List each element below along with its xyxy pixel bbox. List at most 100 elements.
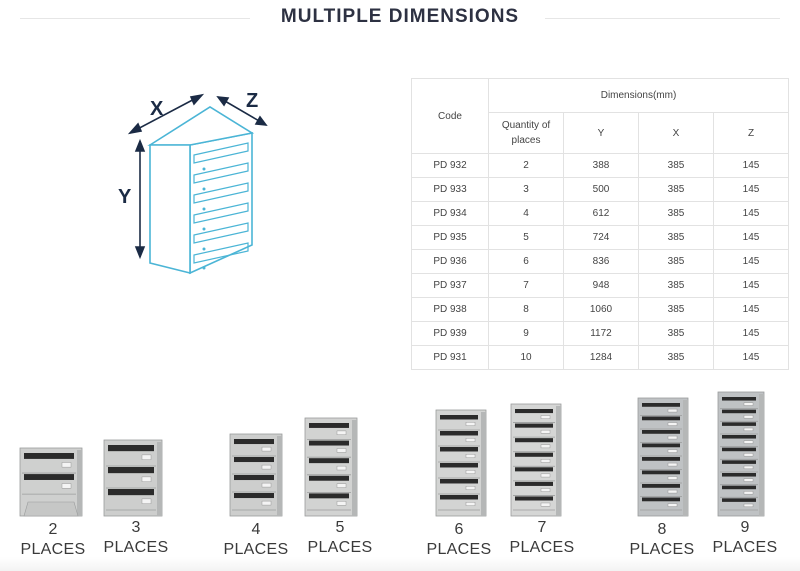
y-cell: 500 (563, 177, 639, 202)
places-count: 7 (537, 519, 547, 536)
x-cell: 385 (638, 345, 714, 370)
name-tag (141, 476, 152, 482)
x-cell: 385 (638, 201, 714, 226)
name-tag (743, 402, 754, 406)
mail-slot (515, 467, 553, 472)
name-tag (667, 435, 678, 440)
name-tag (667, 503, 678, 507)
name-tag (743, 453, 754, 457)
places-label: PLACES (426, 541, 492, 558)
dimension-x-label: X (150, 98, 164, 120)
name-tag (261, 500, 272, 506)
mailbox-gallery (19, 391, 765, 517)
mailbox-side (352, 420, 357, 516)
name-tag (667, 489, 678, 494)
z-cell: 145 (713, 273, 789, 298)
mailbox-side (277, 436, 282, 516)
quantity-cell: 10 (488, 345, 564, 370)
name-tag (61, 462, 72, 468)
name-tag (261, 464, 272, 470)
quantity-cell: 9 (488, 321, 564, 346)
mail-slot (108, 445, 154, 452)
mail-slot (642, 430, 680, 434)
name-tag (667, 462, 678, 467)
name-tag (336, 430, 347, 435)
name-tag (667, 476, 678, 480)
mailbox-unit (304, 417, 358, 517)
name-tag (743, 465, 754, 470)
code-cell: PD 933 (411, 177, 489, 202)
y-cell: 1060 (563, 297, 639, 322)
z-column-header: Z (713, 112, 789, 154)
mailbox-side (481, 412, 486, 516)
compartments (193, 142, 249, 264)
mailbox-unit (103, 439, 163, 517)
name-tag (743, 415, 754, 419)
mail-slot (642, 484, 680, 488)
quantity-column-header: Quantity of places (488, 112, 564, 154)
dimension-z-label: Z (246, 90, 258, 112)
name-tag (667, 422, 678, 426)
mail-slot (440, 495, 478, 500)
x-cell: 385 (638, 273, 714, 298)
dimension-arrows (127, 93, 268, 260)
code-cell: PD 934 (411, 201, 489, 226)
name-tag (667, 408, 678, 413)
code-cell: PD 932 (411, 153, 489, 178)
x-cell: 385 (638, 249, 714, 274)
z-cell: 145 (713, 321, 789, 346)
dimension-y-label: Y (118, 186, 132, 208)
x-column-header: X (638, 112, 714, 154)
mail-slot (642, 403, 680, 407)
quantity-cell: 3 (488, 177, 564, 202)
mail-slot (309, 458, 349, 464)
mail-slot (515, 496, 553, 501)
mail-slot (722, 473, 756, 477)
title-divider-right (545, 18, 780, 19)
mail-slot (722, 447, 756, 452)
places-count: 6 (454, 521, 464, 538)
bottom-fade (0, 557, 800, 571)
y-cell: 388 (563, 153, 639, 178)
mail-slot (440, 463, 478, 468)
mailbox-unit (717, 391, 765, 517)
compartment-locks (202, 167, 206, 270)
page-title: MULTIPLE DIMENSIONS (280, 6, 520, 27)
title-divider-left (20, 18, 250, 19)
name-tag (465, 422, 476, 426)
mailbox-unit (435, 409, 487, 517)
z-cell: 145 (713, 225, 789, 250)
quantity-cell: 4 (488, 201, 564, 226)
x-cell: 385 (638, 297, 714, 322)
mail-slot (722, 397, 756, 401)
places-label: PLACES (307, 539, 373, 556)
name-tag (465, 453, 476, 458)
mailbox-unit (19, 447, 83, 517)
mailbox-unit (229, 433, 283, 517)
mail-slot (440, 479, 478, 484)
mail-slot (722, 435, 756, 439)
mail-slot (515, 423, 553, 428)
quantity-cell: 8 (488, 297, 564, 322)
mail-slot (515, 452, 553, 457)
name-tag (743, 440, 754, 444)
name-tag (540, 473, 551, 478)
mail-slot (722, 422, 756, 426)
name-tag (743, 478, 754, 482)
name-tag (261, 446, 272, 452)
code-cell: PD 939 (411, 321, 489, 346)
name-tag (743, 491, 754, 495)
name-tag (141, 454, 152, 460)
mail-slot (309, 475, 349, 481)
places-label: PLACES (629, 541, 695, 558)
quantity-cell: 7 (488, 273, 564, 298)
